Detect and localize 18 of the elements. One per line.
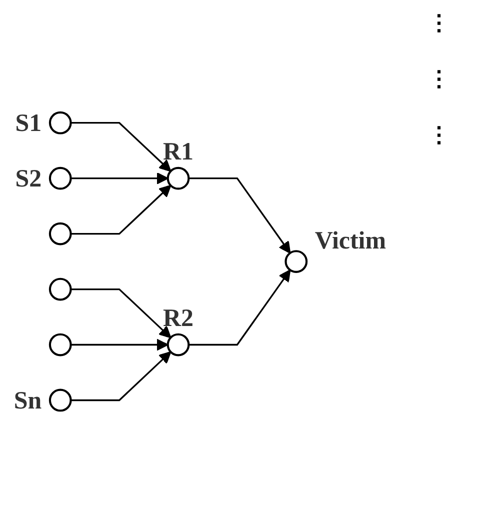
node-label: R2 (163, 305, 194, 332)
ellipsis-label: ⋮ (428, 66, 450, 92)
node-label: S2 (15, 166, 42, 193)
circle-node (48, 333, 72, 356)
circle-node (166, 333, 190, 356)
ellipsis-label: ⋮ (428, 10, 450, 36)
node-label: Sn (14, 388, 42, 415)
node-label: R1 (163, 138, 194, 166)
circle-node (166, 166, 190, 190)
circle-node (48, 278, 72, 301)
circle-node (48, 166, 72, 190)
circle-node (48, 222, 72, 246)
ellipsis-label: ⋮ (428, 122, 450, 148)
node-label: S1 (15, 110, 42, 138)
circle-node (284, 250, 308, 273)
circle-node (48, 111, 72, 134)
circle-node (48, 388, 72, 412)
node-label: Victim (314, 227, 386, 254)
